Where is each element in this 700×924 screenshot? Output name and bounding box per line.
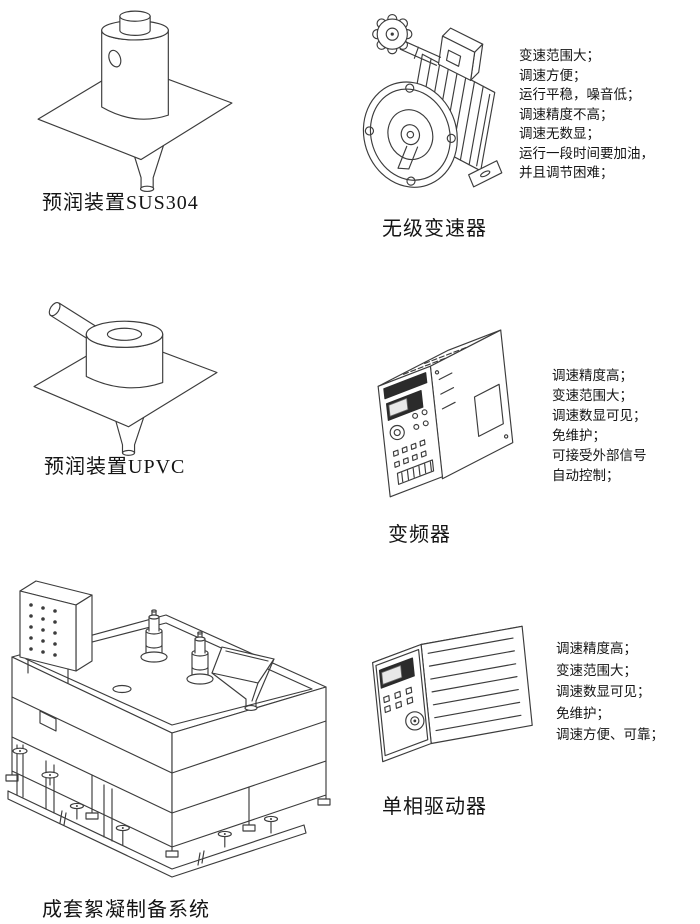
notes-vfd: 调速精度高； 变速范围大； 调速数显可见； 免维护； 可接受外部信号 自动控制；	[552, 366, 647, 486]
notes-stepless-variator: 变速范围大； 调速方便； 运行平稳，噪音低； 调速精度不高； 调速无数显； 运行…	[519, 46, 654, 183]
note-line: 运行平稳，噪音低；	[519, 87, 641, 102]
note-line: 调速数显可见；	[556, 684, 651, 699]
note-line: 变速范围大；	[556, 662, 637, 678]
caption-prewet-sus304: 预润装置SUS304	[42, 192, 199, 214]
note-line: 调速无数显；	[519, 126, 600, 141]
note-line: 变速范围大；	[552, 388, 633, 403]
note-line: 调速方便、可靠；	[556, 727, 664, 742]
illustration-prewet-sus304	[37, 10, 233, 193]
note-line: 可接受外部信号	[552, 448, 647, 463]
note-line: 调速精度高；	[556, 641, 637, 656]
notes-single-phase-driver: 调速精度高； 变速范围大； 调速数显可见； 免维护； 调速方便、可靠；	[556, 638, 664, 746]
caption-single-phase-driver: 单相驱动器	[382, 796, 487, 818]
caption-prewet-upvc: 预润装置UPVC	[44, 456, 186, 478]
illustration-vfd	[377, 329, 514, 498]
illustration-single-phase-driver	[372, 625, 533, 763]
note-line: 调速数显可见；	[552, 408, 647, 423]
illustration-stepless-variator	[362, 13, 503, 188]
note-line: 免维护；	[552, 428, 606, 443]
note-line: 调速方便；	[519, 67, 587, 83]
note-line: 免维护；	[556, 705, 610, 721]
note-line: 运行一段时间要加油，	[519, 145, 654, 161]
note-line: 变速范围大；	[519, 48, 600, 63]
note-line: 并且调节困难；	[519, 165, 614, 180]
caption-stepless-variator: 无级变速器	[382, 218, 487, 240]
caption-flocculation-system: 成套絮凝制备系统	[42, 899, 210, 921]
illustration-flocculation-system	[5, 580, 331, 878]
note-line: 调速精度不高；	[519, 106, 614, 122]
note-line: 自动控制；	[552, 468, 620, 483]
note-line: 调速精度高；	[552, 368, 633, 383]
illustration-prewet-upvc	[33, 302, 218, 456]
caption-vfd: 变频器	[388, 524, 451, 546]
